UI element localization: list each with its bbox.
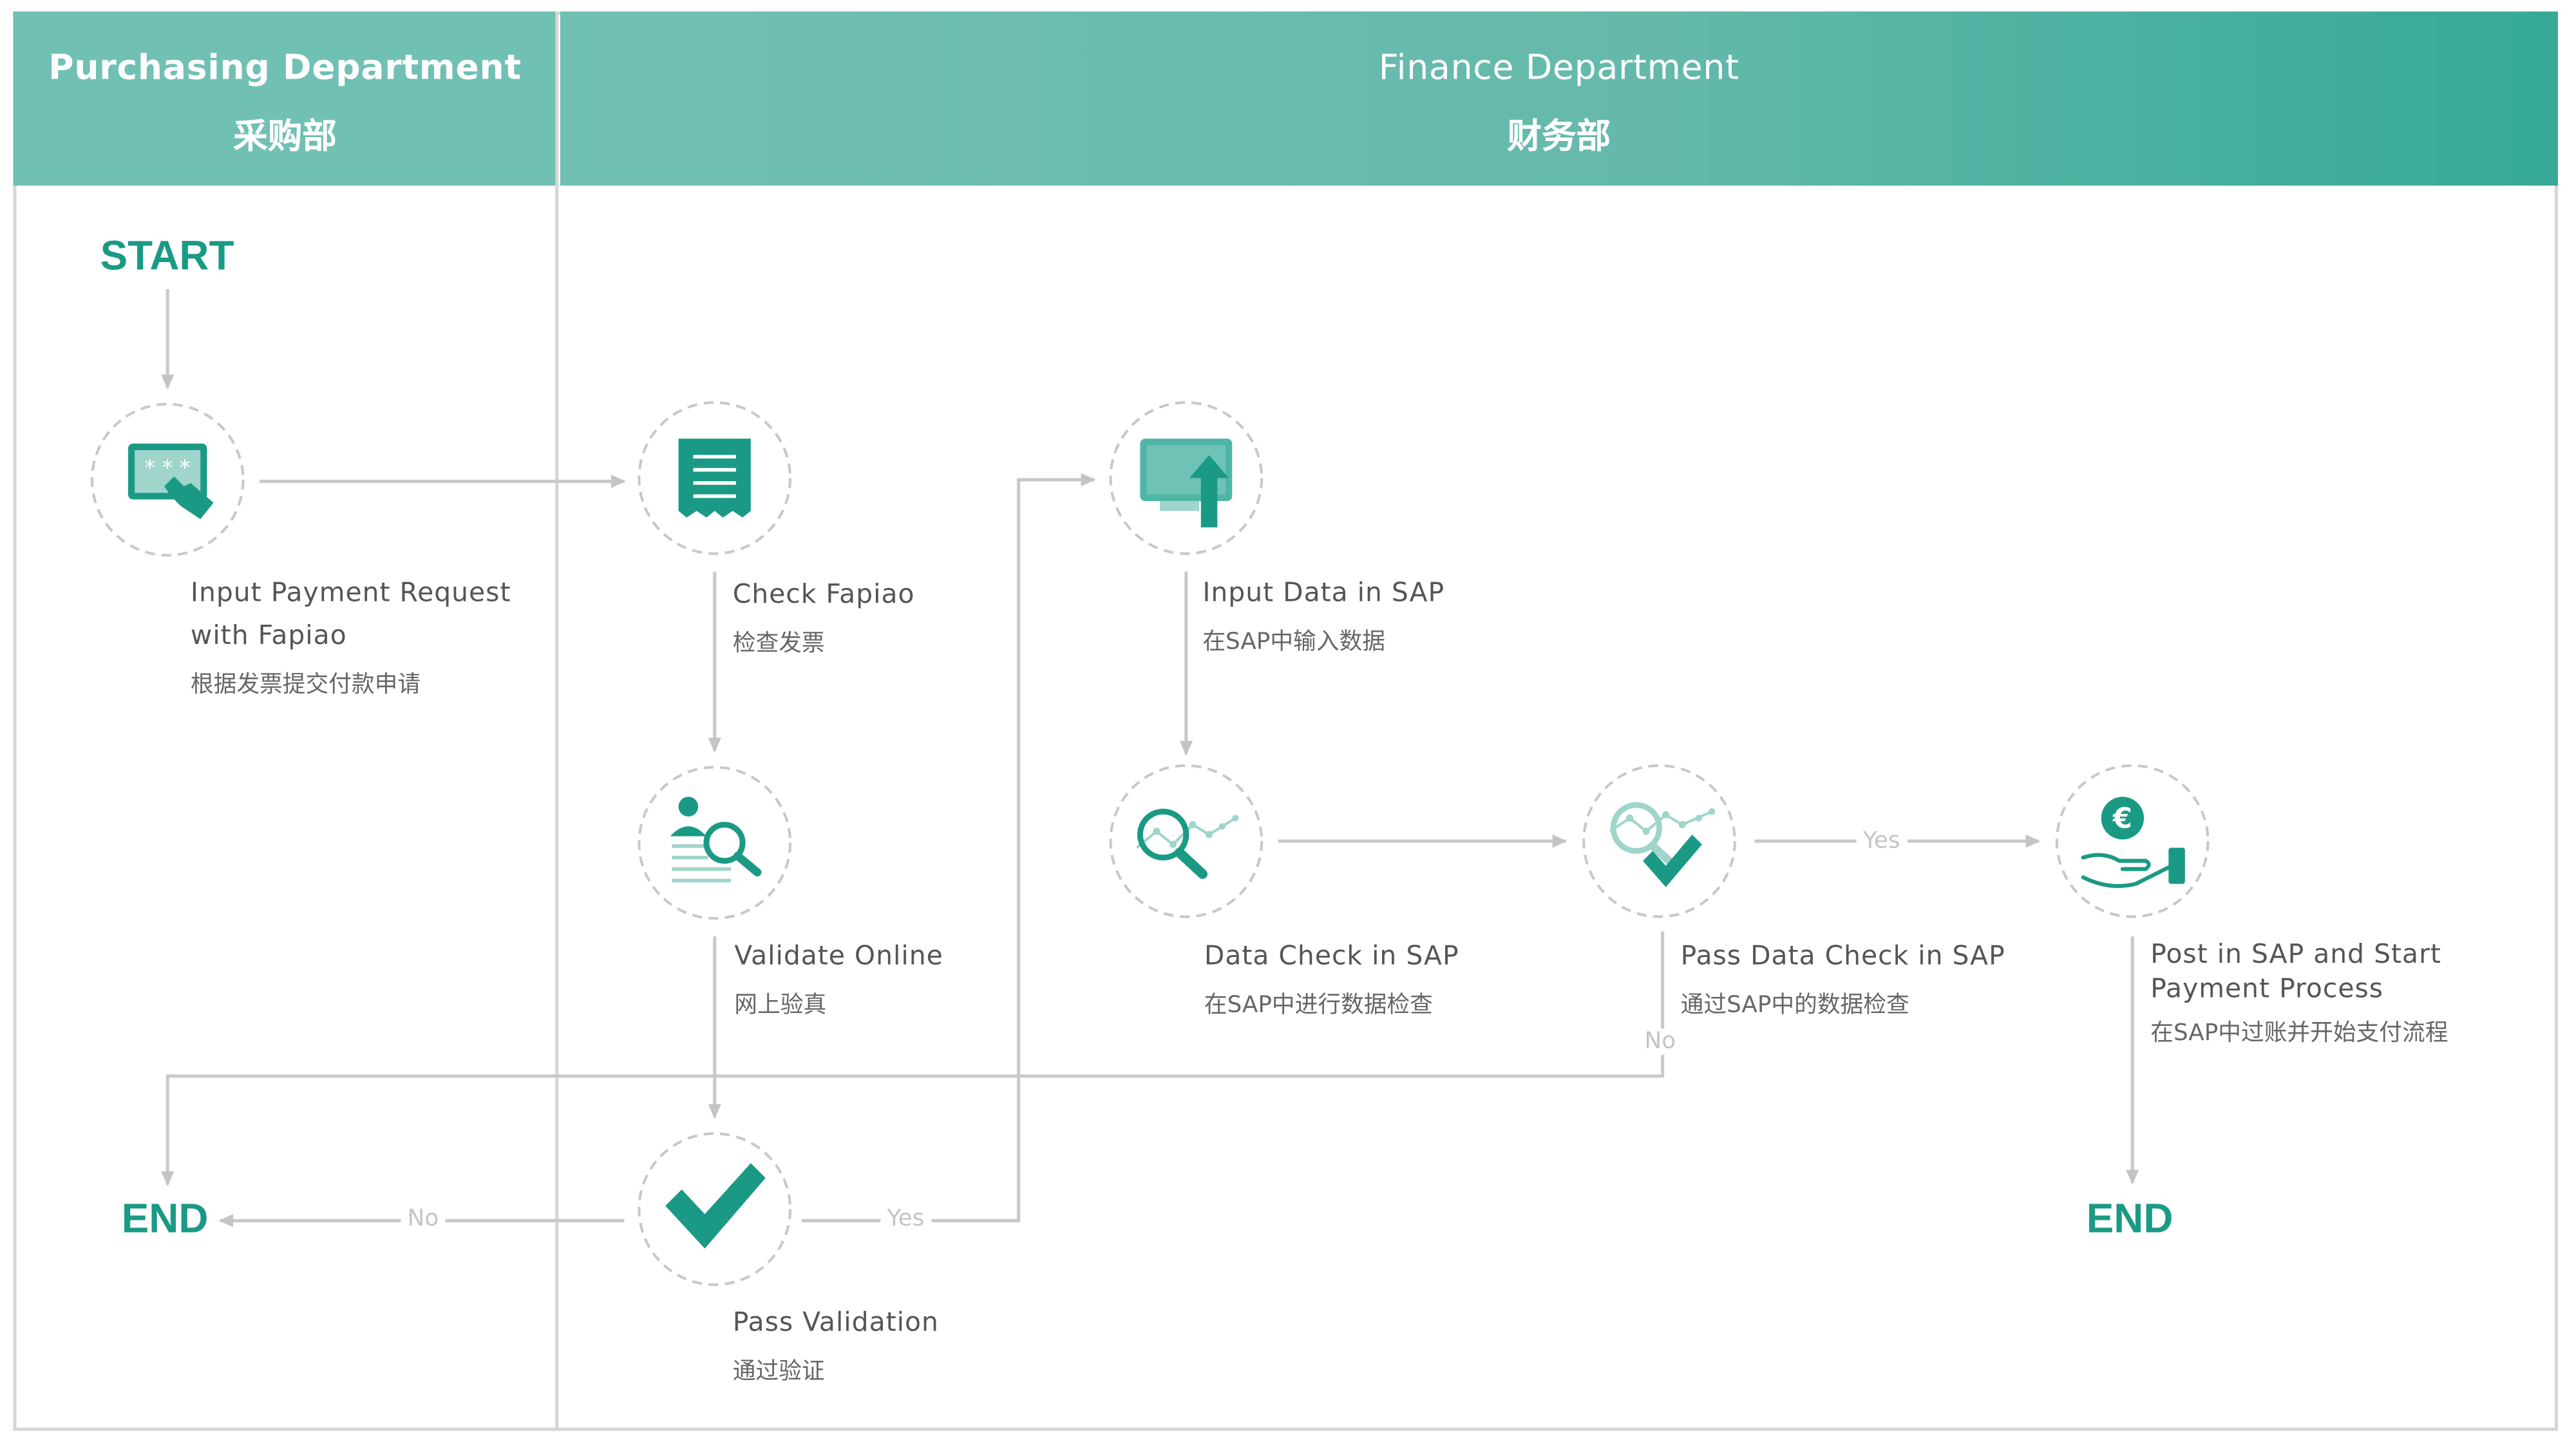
step-title-zh: 在SAP中过账并开始支付流程 — [2150, 1020, 2448, 1046]
receipt-icon — [678, 439, 751, 518]
end-terminal: END — [121, 1196, 209, 1242]
lane-header-finance: Finance Department 财务部 — [560, 11, 2558, 186]
step-title-zh: 通过SAP中的数据检查 — [1680, 992, 1909, 1019]
checkmark-icon — [665, 1163, 766, 1249]
step-label-pass-validation: Pass Validation 通过验证 — [733, 1301, 939, 1387]
edge-label-no: No — [401, 1206, 446, 1233]
end-terminal: END — [2086, 1196, 2174, 1242]
lane-title: Finance Department — [1378, 47, 1739, 88]
euro-hand-icon: € — [2081, 797, 2185, 888]
step-title-zh: 根据发票提交付款申请 — [190, 672, 421, 699]
lane-title-zh: 财务部 — [1507, 117, 1611, 156]
step-label-check-fapiao: Check Fapiao 检查发票 — [733, 573, 915, 659]
step-title-zh: 网上验真 — [734, 992, 827, 1019]
edge-passcheck-no-to-end — [160, 931, 1665, 1186]
step-label-pass-data-check: Pass Data Check in SAP 通过SAP中的数据检查 — [1681, 935, 2005, 1021]
step-title-zh: 在SAP中进行数据检查 — [1204, 992, 1433, 1019]
step-circle — [1582, 764, 1736, 918]
edge-label-no: No — [1638, 1028, 1683, 1055]
step-circle — [2055, 764, 2210, 918]
lane-header-purchasing: Purchasing Department 采购部 — [13, 11, 557, 186]
step-label-validate-online: Validate Online 网上验真 — [734, 935, 943, 1021]
svg-text:€: € — [2112, 803, 2132, 835]
password-entry-icon: * * * — [128, 443, 214, 520]
lane-divider — [555, 11, 559, 1431]
step-title: Validate Online — [734, 940, 943, 971]
step-circle — [638, 766, 792, 920]
step-title-zh: 在SAP中输入数据 — [1202, 629, 1385, 656]
step-label-post-sap: Post in SAP and Start Payment Process 在S… — [2150, 936, 2479, 1048]
step-title-zh: 检查发票 — [732, 630, 825, 658]
edge-label-yes: Yes — [880, 1206, 931, 1233]
svg-text:* * *: * * * — [144, 455, 190, 480]
monitor-upload-icon — [1140, 439, 1233, 527]
step-title-zh: 通过验证 — [732, 1358, 825, 1385]
person-search-icon — [670, 797, 762, 883]
step-label-input-payment: Input Payment Request with Fapiao 根据发票提交… — [191, 572, 544, 700]
lane-title-zh: 采购部 — [233, 117, 337, 156]
lane-title: Purchasing Department — [48, 47, 522, 88]
step-title: Pass Validation — [732, 1306, 939, 1338]
chart-search-icon — [1135, 808, 1239, 879]
step-title: Data Check in SAP — [1204, 940, 1459, 971]
start-terminal: START — [100, 233, 234, 279]
edge-label-yes: Yes — [1856, 828, 1907, 855]
chart-check-icon — [1609, 802, 1716, 887]
step-title: Input Data in SAP — [1202, 576, 1445, 608]
step-title: Input Payment Request with Fapiao — [190, 576, 511, 651]
step-label-input-sap: Input Data in SAP 在SAP中输入数据 — [1202, 572, 1444, 658]
step-title: Check Fapiao — [732, 578, 915, 610]
step-label-data-check: Data Check in SAP 在SAP中进行数据检查 — [1204, 935, 1459, 1021]
step-title: Post in SAP and Start Payment Process — [2150, 938, 2441, 1004]
step-title: Pass Data Check in SAP — [1680, 940, 2005, 971]
